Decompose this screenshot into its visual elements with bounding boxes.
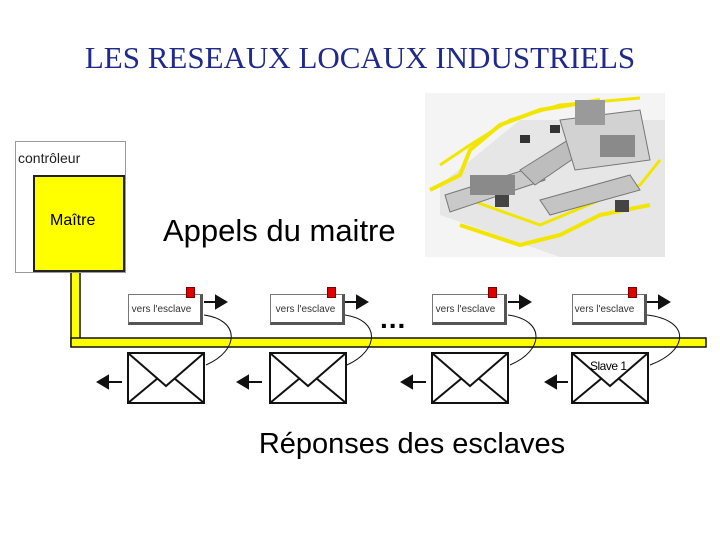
calls-label: Appels du maitre: [163, 213, 396, 248]
conveyor-illustration: [425, 93, 665, 257]
reply-envelope-1: [127, 352, 205, 404]
master-box: [33, 175, 125, 272]
flag-2: [327, 287, 336, 298]
request-frame-4: [572, 294, 647, 325]
request-frame-label-4: vers l'esclave: [574, 304, 635, 315]
flag-3: [488, 287, 497, 298]
request-frame-1: [128, 294, 203, 325]
controller-label: contrôleur: [18, 150, 81, 166]
reply-envelope-3: [431, 352, 509, 404]
reply-envelope-2: [269, 352, 347, 404]
slave-label: Slave 1: [590, 359, 627, 373]
request-arrows: [204, 294, 671, 310]
ellipsis: ...: [380, 303, 407, 334]
flag-1: [186, 287, 195, 298]
replies-label: Réponses des esclaves: [258, 428, 566, 460]
slide-title: LES RESEAUX LOCAUX INDUSTRIELS: [84, 40, 636, 75]
field-bus: [70, 271, 707, 348]
request-frame-label-1: vers l'esclave: [131, 304, 192, 315]
request-frame-2: [270, 294, 345, 325]
reply-envelope-4: [571, 352, 649, 404]
reply-arrows: [96, 374, 568, 390]
request-frame-label-3: vers l'esclave: [435, 304, 496, 315]
reply-connectors: [203, 314, 680, 366]
master-label: Maître: [50, 212, 96, 229]
request-frame-label-2: vers l'esclave: [275, 304, 336, 315]
request-frame-3: [432, 294, 507, 325]
flag-4: [628, 287, 637, 298]
